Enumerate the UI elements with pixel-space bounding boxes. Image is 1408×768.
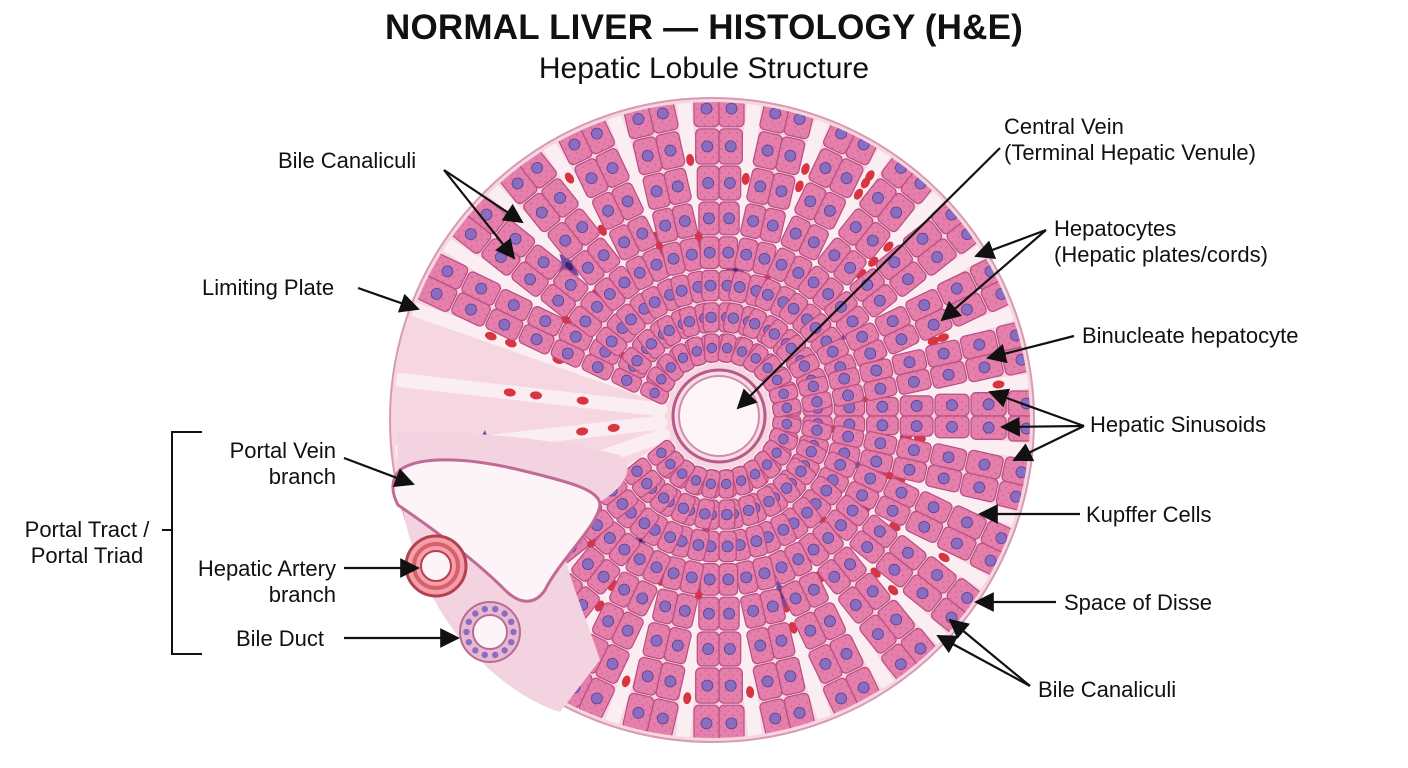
label-limiting-plate: Limiting Plate	[202, 275, 334, 301]
label-bile-canaliculi-top: Bile Canaliculi	[278, 148, 416, 174]
label-central-vein: Central Vein(Terminal Hepatic Venule)	[1004, 114, 1256, 166]
label-space-of-disse: Space of Disse	[1064, 590, 1212, 616]
label-bile-duct: Bile Duct	[236, 626, 324, 652]
hepatic-artery-branch	[406, 536, 466, 596]
label-binucleate-hepatocyte: Binucleate hepatocyte	[1082, 323, 1299, 349]
bile-duct	[460, 602, 520, 662]
label-kupffer-cells: Kupffer Cells	[1086, 502, 1212, 528]
label-portal-tract: Portal Tract /Portal Triad	[4, 517, 170, 569]
label-hepatic-sinusoids: Hepatic Sinusoids	[1090, 412, 1266, 438]
label-bile-canaliculi-bottom: Bile Canaliculi	[1038, 677, 1176, 703]
label-hepatocytes: Hepatocytes(Hepatic plates/cords)	[1054, 216, 1268, 268]
